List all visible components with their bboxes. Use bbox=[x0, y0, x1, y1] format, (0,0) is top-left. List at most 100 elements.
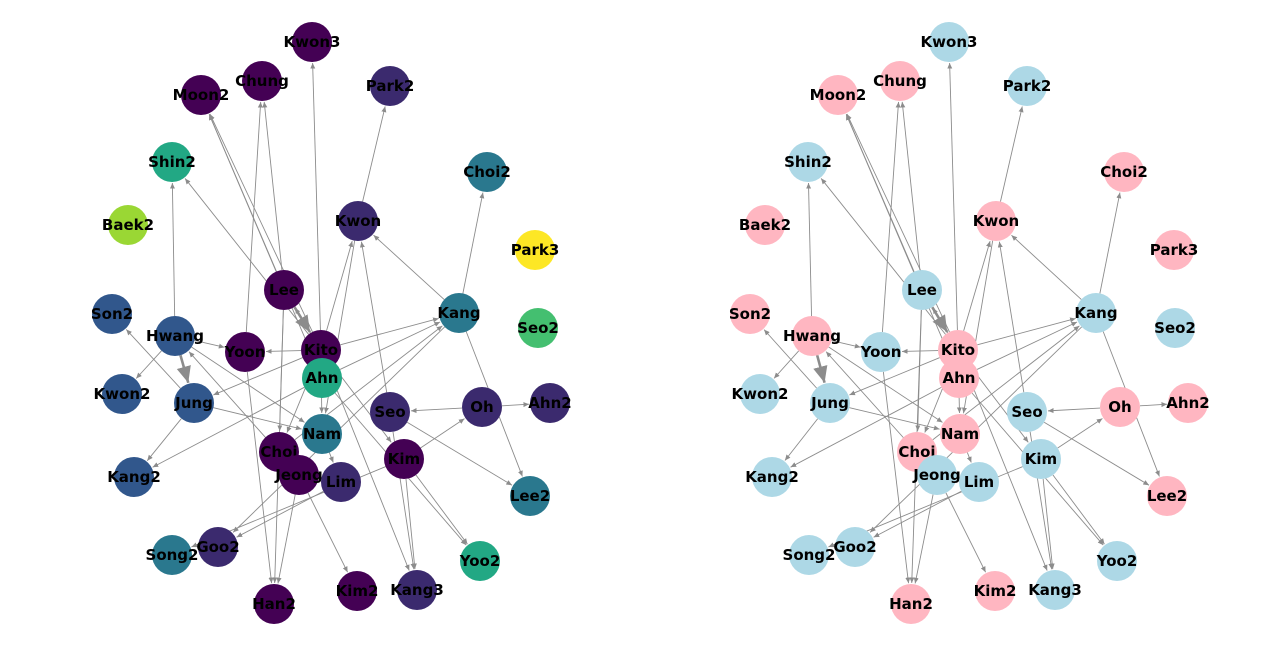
node-label: Baek2 bbox=[102, 216, 154, 234]
node-seo2: Seo2 bbox=[517, 308, 559, 348]
edge-ahn-to-kang bbox=[976, 321, 1078, 370]
node-nam: Nam bbox=[940, 414, 980, 454]
edge-jung-to-kang2 bbox=[146, 418, 182, 461]
node-lee: Lee bbox=[902, 270, 942, 310]
node-lee2: Lee2 bbox=[510, 476, 550, 516]
node-circle bbox=[292, 22, 332, 62]
node-circle bbox=[102, 374, 142, 414]
node-label: Chung bbox=[235, 72, 289, 90]
node-label: Seo bbox=[1011, 403, 1042, 421]
node-ahn2: Ahn2 bbox=[528, 383, 572, 423]
node-label: Ahn2 bbox=[1166, 394, 1209, 412]
node-circle bbox=[752, 457, 792, 497]
node-choi2: Choi2 bbox=[463, 152, 511, 192]
edge-kim-to-kang3 bbox=[405, 478, 417, 570]
edge-kim-to-kang3 bbox=[1042, 478, 1055, 570]
node-label: Kito bbox=[304, 341, 338, 359]
node-label: Kang bbox=[1074, 304, 1117, 322]
node-circle bbox=[1100, 387, 1140, 427]
node-circle bbox=[321, 462, 361, 502]
node-label: Oh bbox=[470, 398, 493, 416]
node-oh: Oh bbox=[1100, 387, 1140, 427]
edge-jeong-to-kim2 bbox=[307, 492, 349, 573]
edge-hwang-to-kwon2 bbox=[773, 350, 799, 379]
node-label: Moon2 bbox=[810, 86, 867, 104]
node-circle bbox=[518, 308, 558, 348]
node-label: Park2 bbox=[1003, 77, 1052, 95]
node-circle bbox=[181, 75, 221, 115]
edge-kito-to-yoon bbox=[265, 348, 302, 354]
edge-lee-to-chung bbox=[262, 101, 283, 271]
node-circle bbox=[975, 571, 1015, 611]
node-circle bbox=[940, 414, 980, 454]
node-label: Son2 bbox=[91, 305, 133, 323]
edge-kim-to-oh bbox=[1057, 418, 1103, 449]
node-label: Lim bbox=[964, 473, 994, 491]
edge-seo-to-kwon bbox=[359, 241, 388, 393]
node-seo2: Seo2 bbox=[1154, 308, 1196, 348]
node-ahn: Ahn bbox=[302, 358, 342, 398]
node-label: Choi bbox=[898, 443, 935, 461]
node-park3: Park3 bbox=[1150, 230, 1199, 270]
node-circle bbox=[338, 201, 378, 241]
edge-jung-to-kang2 bbox=[784, 418, 819, 461]
node-yoo2: Yoo2 bbox=[1096, 541, 1137, 581]
edge-ahn-to-kang bbox=[339, 321, 441, 370]
node-circle bbox=[810, 383, 850, 423]
node-label: Seo2 bbox=[517, 319, 559, 337]
node-chung: Chung bbox=[235, 61, 289, 101]
node-circle bbox=[1076, 293, 1116, 333]
node-label: Shin2 bbox=[148, 153, 196, 171]
node-circle bbox=[1154, 230, 1194, 270]
node-kito: Kito bbox=[938, 330, 978, 370]
edge-kwon-to-park2 bbox=[362, 106, 387, 202]
node-circle bbox=[929, 22, 969, 62]
edge-yoon-to-han2 bbox=[882, 371, 911, 584]
node-circle bbox=[152, 535, 192, 575]
node-kwon3: Kwon3 bbox=[921, 22, 977, 62]
node-circle bbox=[792, 316, 832, 356]
node-circle bbox=[384, 439, 424, 479]
node-kim: Kim bbox=[1021, 439, 1061, 479]
edge-lim-to-goo2 bbox=[236, 490, 324, 538]
node-kang2: Kang2 bbox=[745, 457, 799, 497]
edge-seo-to-kwon bbox=[997, 241, 1025, 393]
node-circle bbox=[467, 152, 507, 192]
node-han2: Han2 bbox=[252, 584, 296, 624]
node-label: Hwang bbox=[783, 327, 841, 345]
node-circle bbox=[789, 535, 829, 575]
node-circle bbox=[1007, 392, 1047, 432]
node-circle bbox=[152, 142, 192, 182]
node-circle bbox=[917, 455, 957, 495]
edge-lim-to-goo2 bbox=[873, 490, 962, 538]
edge-lee-to-chung bbox=[900, 101, 921, 271]
edge-kim-to-yoo2 bbox=[415, 474, 468, 545]
node-yoon: Yoon bbox=[224, 332, 265, 372]
node-park2: Park2 bbox=[366, 66, 415, 106]
node-circle bbox=[1168, 383, 1208, 423]
node-moon2: Moon2 bbox=[173, 75, 229, 115]
node-circle bbox=[337, 571, 377, 611]
node-label: Park2 bbox=[366, 77, 415, 95]
node-label: Park3 bbox=[1150, 241, 1199, 259]
node-goo2: Goo2 bbox=[196, 527, 240, 567]
node-kwon: Kwon bbox=[973, 201, 1019, 241]
edge-hwang-to-shin2 bbox=[169, 182, 176, 317]
node-circle bbox=[254, 584, 294, 624]
node-jeong: Jeong bbox=[912, 455, 961, 495]
node-kito: Kito bbox=[301, 330, 341, 370]
node-nam: Nam bbox=[302, 414, 342, 454]
node-label: Ahn bbox=[306, 369, 339, 387]
node-circle bbox=[818, 75, 858, 115]
edge-lee-to-kito bbox=[293, 306, 312, 333]
node-kim: Kim bbox=[384, 439, 424, 479]
node-label: Seo bbox=[374, 403, 405, 421]
node-label: Jung bbox=[810, 394, 849, 412]
edge-oh-to-seo bbox=[410, 407, 463, 414]
node-label: Lim bbox=[326, 473, 356, 491]
node-circle bbox=[279, 455, 319, 495]
node-ahn: Ahn bbox=[939, 358, 979, 398]
node-ahn2: Ahn2 bbox=[1166, 383, 1210, 423]
